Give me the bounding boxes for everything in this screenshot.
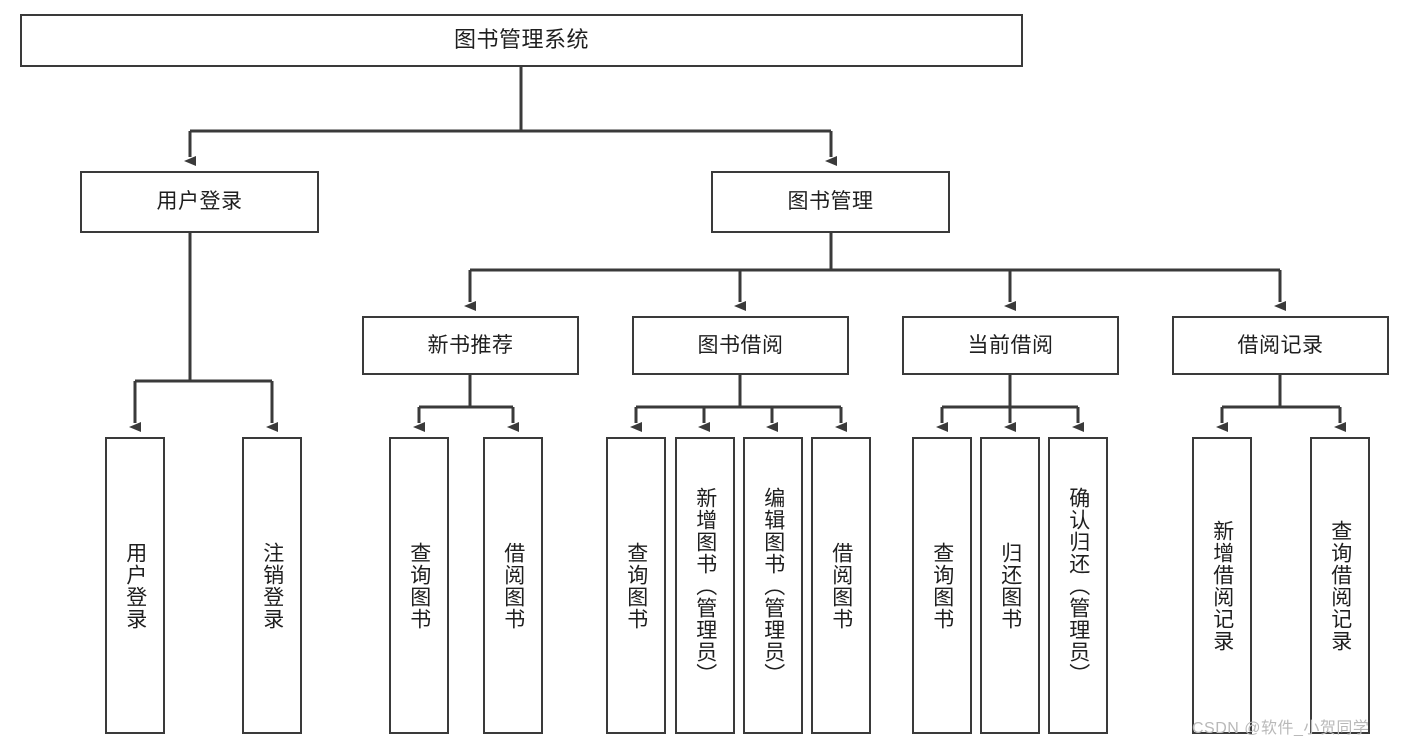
leaf-add-borrow-record[interactable]: 新增借阅记录	[1192, 437, 1252, 734]
node-current-borrow[interactable]: 当前借阅	[902, 316, 1119, 375]
node-root-system[interactable]: 图书管理系统	[20, 14, 1023, 67]
leaf-confirm-return-admin[interactable]: 确认归还（管理员）	[1048, 437, 1108, 734]
leaf-borrow-book[interactable]: 借阅图书	[811, 437, 871, 734]
node-user-login[interactable]: 用户登录	[80, 171, 319, 233]
leaf-query-book-borrow[interactable]: 查询图书	[606, 437, 666, 734]
leaf-add-book-admin[interactable]: 新增图书（管理员）	[675, 437, 735, 734]
leaf-query-book-recommend[interactable]: 查询图书	[389, 437, 449, 734]
leaf-edit-book-admin[interactable]: 编辑图书（管理员）	[743, 437, 803, 734]
leaf-query-book-current[interactable]: 查询图书	[912, 437, 972, 734]
node-borrow-record[interactable]: 借阅记录	[1172, 316, 1389, 375]
leaf-query-borrow-record[interactable]: 查询借阅记录	[1310, 437, 1370, 734]
csdn-watermark: CSDN @软件_小贺同学	[1192, 720, 1370, 737]
leaf-borrow-book-recommend[interactable]: 借阅图书	[483, 437, 543, 734]
node-book-management[interactable]: 图书管理	[711, 171, 950, 233]
node-new-book-recommend[interactable]: 新书推荐	[362, 316, 579, 375]
leaf-return-book[interactable]: 归还图书	[980, 437, 1040, 734]
leaf-user-login[interactable]: 用户登录	[105, 437, 165, 734]
leaf-logout[interactable]: 注销登录	[242, 437, 302, 734]
node-book-borrow[interactable]: 图书借阅	[632, 316, 849, 375]
